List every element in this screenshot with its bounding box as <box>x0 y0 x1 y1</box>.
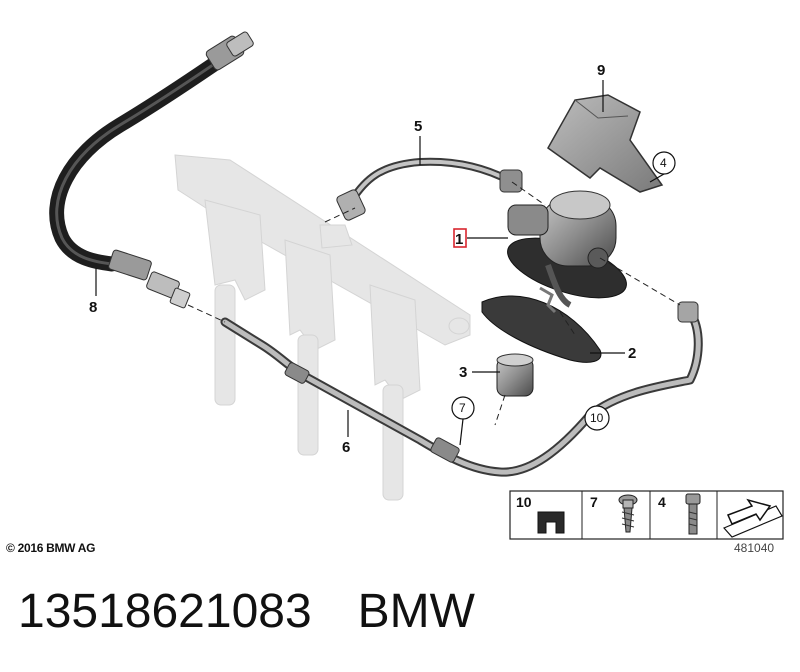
circled-callout-7: 7 <box>451 396 475 420</box>
callout-1-highlight <box>453 228 467 248</box>
circled-callout-4: 4 <box>652 151 676 175</box>
screw-icon <box>618 494 638 533</box>
gasket-2 <box>481 286 602 363</box>
assembly-lines <box>187 181 681 426</box>
part-number: 13518621083 <box>18 585 312 638</box>
rubber-grommet-icon <box>537 511 565 534</box>
arrow-plate-icon <box>722 498 783 538</box>
callout-8: 8 <box>89 299 97 316</box>
fuel-line-5 <box>336 157 523 221</box>
callout-9: 9 <box>597 62 605 79</box>
legend-label-7: 7 <box>590 494 598 510</box>
callout-6: 6 <box>342 439 350 456</box>
fuel-line-6 <box>220 301 703 477</box>
callout-2: 2 <box>628 345 636 362</box>
callout-3: 3 <box>459 364 467 381</box>
tappet-3 <box>496 353 534 397</box>
legend-label-10: 10 <box>516 494 532 510</box>
high-pressure-pump-1 <box>507 190 627 308</box>
fuel-hose-8 <box>49 31 254 309</box>
svg-text:7: 7 <box>459 401 466 415</box>
legend-strip: 10 7 4 <box>509 490 784 540</box>
circled-callout-10: 10 <box>584 405 610 431</box>
fuel-rail-ghost <box>174 154 471 501</box>
footer-caption: 13518621083 BMW <box>18 584 475 639</box>
callout-5: 5 <box>414 118 422 135</box>
image-number: 481040 <box>734 541 775 555</box>
bolt-icon <box>685 493 701 535</box>
legend-label-4: 4 <box>658 494 666 510</box>
svg-text:4: 4 <box>660 156 667 170</box>
copyright-notice: © 2016 BMW AG <box>6 541 96 555</box>
svg-text:10: 10 <box>590 411 604 425</box>
callout-1: 1 <box>455 231 463 248</box>
bracket-9 <box>547 94 664 193</box>
brand-name: BMW <box>357 585 475 638</box>
